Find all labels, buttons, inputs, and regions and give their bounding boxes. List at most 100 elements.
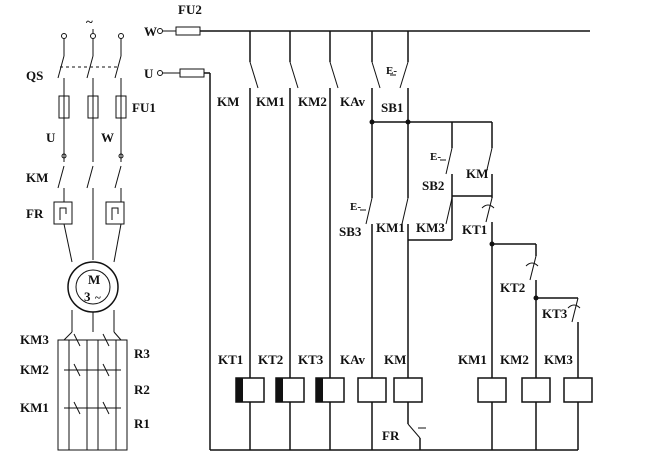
rotor-bend-1 (63, 331, 73, 341)
kt2-contact-label: KT2 (500, 280, 525, 295)
coil-km3-label: KM3 (544, 352, 573, 367)
km3-interlock-contact (445, 197, 453, 225)
control-w-terminal (157, 28, 163, 34)
r3-label: R3 (134, 346, 150, 361)
fr-heater-3 (111, 207, 119, 220)
sb1-contact (399, 61, 409, 89)
km1-contact-top (289, 61, 299, 89)
tap-w-label: W (101, 130, 114, 145)
motor-inner (75, 269, 111, 305)
motor-feed-3 (113, 223, 122, 263)
kt3-timer-mark (567, 304, 581, 309)
kav-contact-top (371, 61, 381, 89)
kt1-timer-mark (481, 204, 495, 209)
resistor-2 (86, 339, 99, 451)
fr-heater-1 (59, 207, 67, 220)
supply-tilde-label: ~ (86, 14, 93, 29)
km-main-contact-2 (86, 165, 94, 189)
km2-contact-a (73, 363, 81, 377)
rotor-bend-3 (113, 331, 122, 341)
terminal-l1 (61, 33, 67, 39)
km3-interlock-label: KM3 (416, 220, 445, 235)
coil-km3 (563, 377, 593, 403)
sb3-contact (365, 197, 373, 225)
tap-u-label: U (46, 130, 56, 145)
control-circuit: W FU2 U KM KM1 KM2 KAv E- SB1 (144, 2, 593, 451)
coil-km1 (477, 377, 507, 403)
control-u-terminal (157, 70, 163, 76)
node-dot-3 (489, 241, 495, 247)
sb2-e-label: E- (430, 151, 441, 163)
km1-interlock-label: KM1 (376, 220, 405, 235)
fr-label: FR (26, 206, 44, 221)
control-u-label: U (144, 66, 154, 81)
km1-interlock-contact (401, 197, 409, 225)
km2-bank-label: KM2 (20, 362, 49, 377)
km-main-contact-3 (114, 165, 122, 189)
tap-u (61, 153, 67, 159)
kt2-timed-contact (529, 255, 537, 281)
km-contact-top (249, 61, 259, 89)
sb1-e-label: E- (386, 65, 397, 77)
r2-label: R2 (134, 382, 150, 397)
km-contact-label: KM (217, 94, 239, 109)
sb3-e-label: E- (350, 201, 361, 213)
km1-bank-label: KM1 (20, 400, 49, 415)
coil-km-label: KM (384, 352, 406, 367)
fr-nc-contact (407, 423, 421, 439)
coil-km1-label: KM1 (458, 352, 487, 367)
km2-contact-b (102, 363, 110, 377)
km1-contact-label: KM1 (256, 94, 285, 109)
qs-label: QS (26, 68, 43, 83)
kt1-contact-label: KT1 (462, 222, 487, 237)
fr-contact-label: FR (382, 428, 400, 443)
power-circuit: ~ QS FU1 U W (20, 14, 156, 451)
km3-bank-label: KM3 (20, 332, 49, 347)
qs-blade-3 (114, 55, 122, 79)
coil-km2 (521, 377, 551, 403)
sb3-label: SB3 (339, 224, 362, 239)
km3-contact-b (102, 333, 110, 347)
kt3-contact-label: KT3 (542, 306, 568, 321)
coil-kt3-label: KT3 (298, 352, 324, 367)
km-main-label: KM (26, 170, 48, 185)
node-dot-4 (533, 295, 539, 301)
coil-kav-label: KAv (340, 352, 366, 367)
coil-kt1-mark (236, 378, 243, 402)
kt3-timed-contact (571, 297, 579, 323)
coil-kt3-mark (316, 378, 323, 402)
motor-feed-1 (63, 223, 73, 263)
fu2-label: FU2 (178, 2, 202, 17)
motor-m-label: M (88, 272, 100, 287)
fu1-label: FU1 (132, 100, 156, 115)
tap-w (118, 153, 124, 159)
control-w-label: W (144, 24, 157, 39)
km2-contact-label: KM2 (298, 94, 327, 109)
terminal-l2 (90, 33, 96, 39)
fr-element-1 (53, 201, 73, 225)
motor-phase-label: ~ (95, 292, 101, 304)
km-main-contact-1 (57, 165, 65, 189)
km3-contact-a (73, 333, 81, 347)
resistor-1 (57, 339, 70, 451)
coil-kt2-mark (276, 378, 283, 402)
node-dot-1 (369, 119, 375, 125)
coil-kt2-label: KT2 (258, 352, 283, 367)
km-seal-label: KM (466, 166, 488, 181)
kt2-timer-mark (525, 262, 539, 267)
kav-contact-label: KAv (340, 94, 366, 109)
km1-contact-a (73, 401, 81, 415)
coil-kav (357, 377, 387, 403)
coil-km (393, 377, 423, 403)
kt1-timed-contact (485, 197, 493, 223)
r1-label: R1 (134, 416, 150, 431)
coil-km2-label: KM2 (500, 352, 529, 367)
resistor-3 (115, 339, 128, 451)
terminal-l3 (118, 33, 124, 39)
sb2-label: SB2 (422, 178, 444, 193)
motor-3-label: 3 (84, 289, 91, 304)
fr-element-3 (105, 201, 125, 225)
fu2-fuse-a (175, 26, 201, 36)
km1-contact-b (102, 401, 110, 415)
